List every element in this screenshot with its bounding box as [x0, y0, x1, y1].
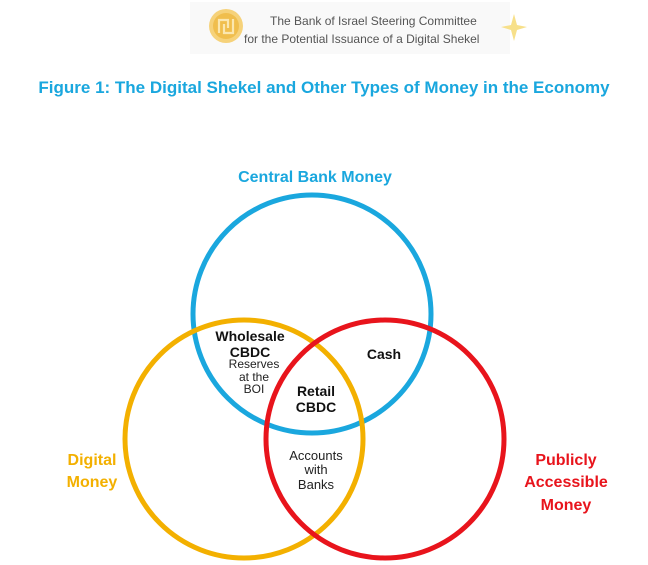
header-line-2: for the Potential Issuance of a Digital …: [244, 32, 480, 46]
region-accounts-with-banks: Accounts with Banks: [289, 448, 343, 492]
label-digital-money: Digital Money: [66, 452, 118, 492]
label-central-bank-money: Central Bank Money: [238, 169, 392, 186]
region-retail-cbdc: Retail CBDC: [295, 383, 337, 416]
shekel-coin-icon: [209, 9, 243, 43]
header-line-1: The Bank of Israel Steering Committee: [270, 14, 477, 28]
label-publicly-accessible-money: Publicly Accessible Money: [524, 452, 608, 514]
region-reserves-at-boi: Reserves at the BOI: [228, 357, 280, 397]
region-wholesale-cbdc: Wholesale CBDC: [215, 328, 285, 361]
circle-publicly-accessible-money: [263, 317, 507, 561]
sparkle-icon: [501, 14, 527, 41]
region-cash: Cash: [366, 346, 402, 362]
circle-digital-money: [122, 317, 366, 561]
figure-title: Figure 1: The Digital Shekel and Other T…: [38, 78, 610, 97]
header-banner: [190, 2, 510, 54]
circle-central-bank-money: [190, 192, 434, 436]
